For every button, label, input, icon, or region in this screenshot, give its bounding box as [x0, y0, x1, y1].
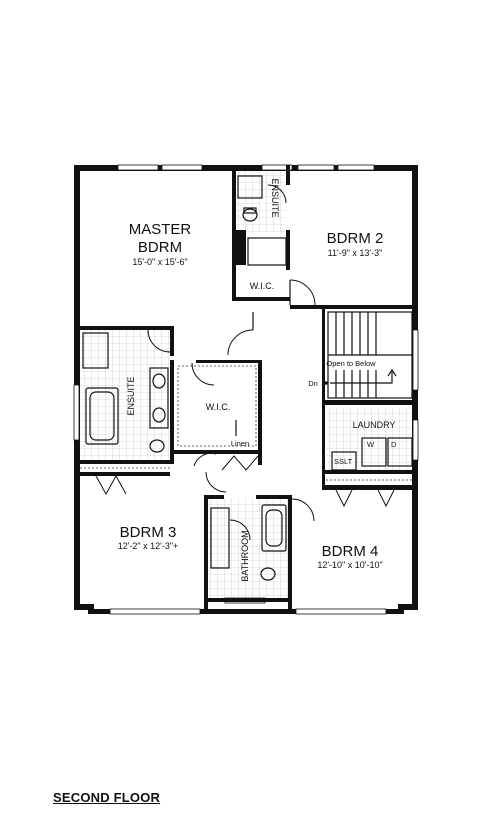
- master-bedroom-label-line1: MASTER: [129, 221, 192, 238]
- bedroom-4-dimensions: 12'-10" x 10'-10": [317, 560, 382, 570]
- doors: [95, 184, 395, 541]
- ensuite-top-label: ENSUITE: [270, 178, 280, 217]
- bedroom-2-label: BDRM 2: [327, 230, 384, 247]
- laundry-sink-label: SSLT: [334, 457, 353, 466]
- master-bedroom-label-line2: BDRM: [138, 239, 182, 256]
- bedroom-3-label: BDRM 3: [120, 524, 177, 541]
- bathroom-label: BATHROOM: [240, 530, 250, 581]
- master-bedroom-dimensions: 15'-0" x 15'-6": [132, 257, 187, 267]
- wic-small-label: W.I.C.: [250, 281, 275, 291]
- room-labels: MASTER BDRM 15'-0" x 15'-6" BDRM 2 11'-9…: [118, 178, 397, 581]
- fixtures: [82, 175, 413, 581]
- plan-title: SECOND FLOOR: [53, 790, 161, 805]
- interior-walls: [74, 165, 415, 610]
- staircase: [324, 311, 413, 399]
- ensuite-left-label: ENSUITE: [126, 376, 136, 415]
- laundry-label: LAUNDRY: [353, 420, 396, 430]
- open-to-below-label: Open to Below: [326, 359, 376, 368]
- windows: [73, 164, 419, 615]
- stair-down-label: Dn: [308, 379, 318, 388]
- bedroom-4-label: BDRM 4: [322, 543, 379, 560]
- wic-master-label: W.I.C.: [206, 402, 231, 412]
- bedroom-3-dimensions: 12'-2" x 12'-3"+: [118, 541, 179, 551]
- bedroom-2-dimensions: 11'-9" x 13'-3": [328, 248, 383, 258]
- dryer-label: D: [391, 440, 397, 449]
- linen-label: Linen: [231, 439, 249, 448]
- closet-lines: [80, 365, 412, 481]
- tile-floors: [80, 170, 412, 598]
- washer-label: W: [367, 440, 375, 449]
